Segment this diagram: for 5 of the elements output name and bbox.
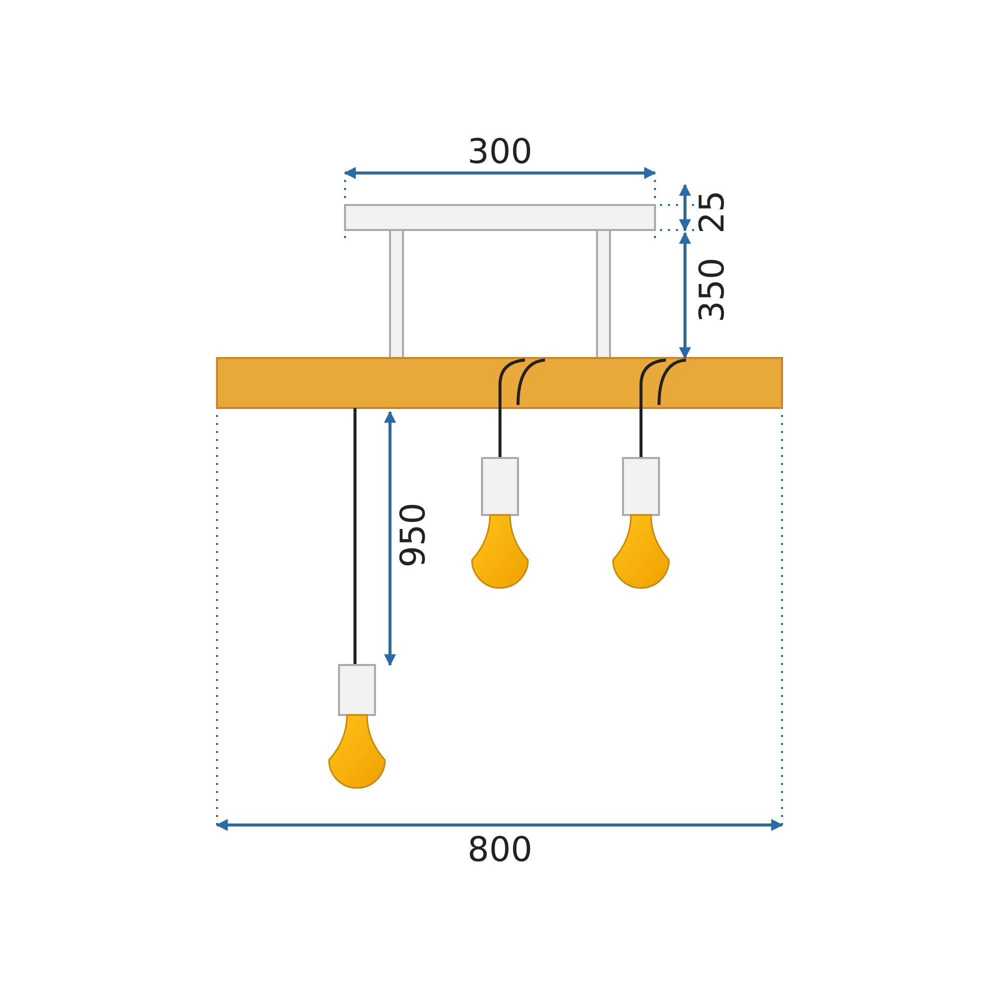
dimension-label: 350 bbox=[694, 258, 729, 322]
dimension-label: 800 bbox=[468, 833, 532, 867]
dimension-label: 950 bbox=[396, 502, 430, 568]
dimension-label: 25 bbox=[695, 190, 730, 234]
dimension-label: 300 bbox=[468, 135, 532, 169]
